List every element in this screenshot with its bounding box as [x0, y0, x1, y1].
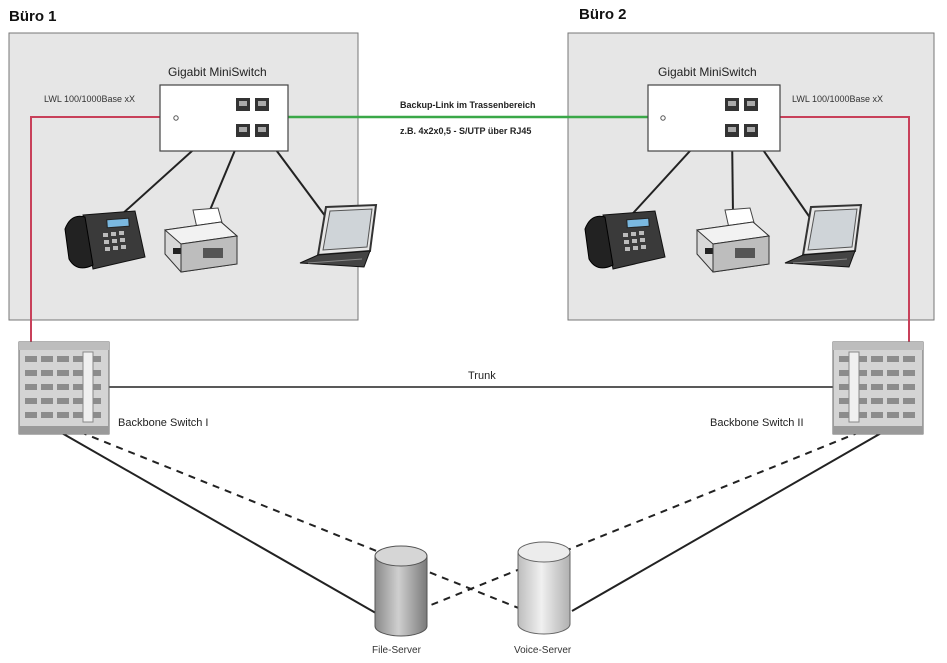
backup-link-cable-label: z.B. 4x2x0,5 - S/UTP über RJ45 [400, 126, 532, 136]
office-1-title: Büro 1 [9, 8, 57, 25]
telephone-1-icon [64, 210, 146, 270]
office-2-title: Büro 2 [579, 6, 627, 23]
fiber-label-office-2: LWL 100/1000Base xX [792, 94, 884, 104]
link-bb1-voice-server [79, 431, 522, 610]
fax-machine-2-icon [695, 207, 771, 273]
file-server-label: File-Server [372, 645, 421, 656]
fiber-link-office-1 [30, 116, 160, 345]
laptop-1-icon [299, 203, 378, 268]
backbone-switch-1-icon [18, 341, 110, 435]
file-server-icon [374, 545, 428, 637]
backbone-switch-2-icon [832, 341, 924, 435]
backup-link-label: Backup-Link im Trassenbereich [400, 100, 536, 110]
fiber-label-office-1: LWL 100/1000Base xX [44, 94, 136, 104]
voice-server-label: Voice-Server [514, 645, 572, 656]
mini-switch-2-label: Gigabit MiniSwitch [658, 65, 757, 79]
backbone-switch-2-label: Backbone Switch II [710, 417, 804, 429]
office-2-room [567, 32, 935, 321]
mini-switch-1 [159, 84, 289, 152]
backbone-switch-1-label: Backbone Switch I [118, 417, 209, 429]
link-bb1-file-server [59, 431, 382, 617]
fiber-link-office-2 [780, 116, 910, 345]
trunk-label: Trunk [468, 370, 496, 382]
fax-machine-1-icon [163, 207, 239, 273]
office-1-room [8, 32, 359, 321]
mini-switch-1-label: Gigabit MiniSwitch [168, 65, 267, 79]
link-bb2-voice-server [571, 431, 884, 612]
link-bb2-file-server [420, 431, 861, 610]
telephone-2-icon [584, 210, 666, 270]
mini-switch-2 [647, 84, 781, 152]
laptop-2-icon [784, 203, 863, 268]
voice-server-icon [517, 541, 571, 635]
